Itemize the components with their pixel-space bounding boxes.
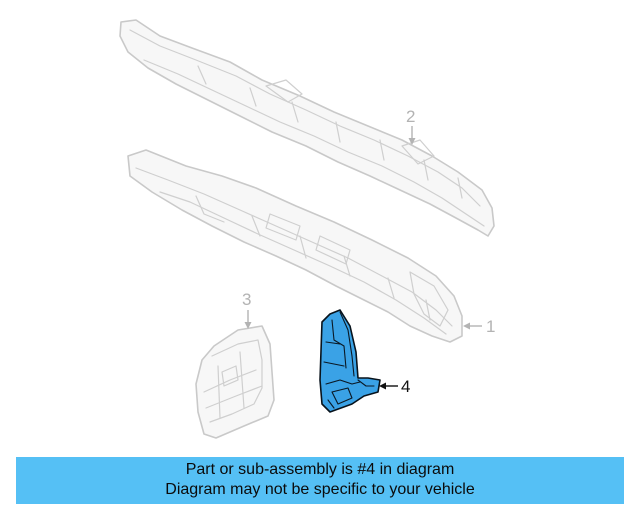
callout-3: 3 [242,290,252,329]
banner-line-1: Part or sub-assembly is #4 in diagram [185,461,455,478]
callout-1-label: 1 [486,317,495,336]
parts-diagram: 1 2 3 4 [119,19,495,439]
part-1-rear-panel [127,149,463,343]
part-3-bracket [195,325,275,439]
banner-line-2: Diagram may not be specific to your vehi… [165,481,475,498]
callout-3-label: 3 [242,290,251,309]
callout-2-arrow-icon [408,138,416,145]
callout-2: 2 [406,107,416,145]
callout-1-arrow-icon [463,322,470,330]
callout-4-arrow-icon [379,382,386,390]
callout-4: 4 [379,377,410,396]
callout-2-label: 2 [406,107,415,126]
part-4-bracket-highlighted [319,309,381,413]
part-2-reinforcement [119,19,495,237]
callout-1: 1 [463,317,495,336]
info-banner: Part or sub-assembly is #4 in diagram Di… [16,457,624,504]
callout-3-arrow-icon [244,322,252,329]
callout-4-label: 4 [401,377,410,396]
